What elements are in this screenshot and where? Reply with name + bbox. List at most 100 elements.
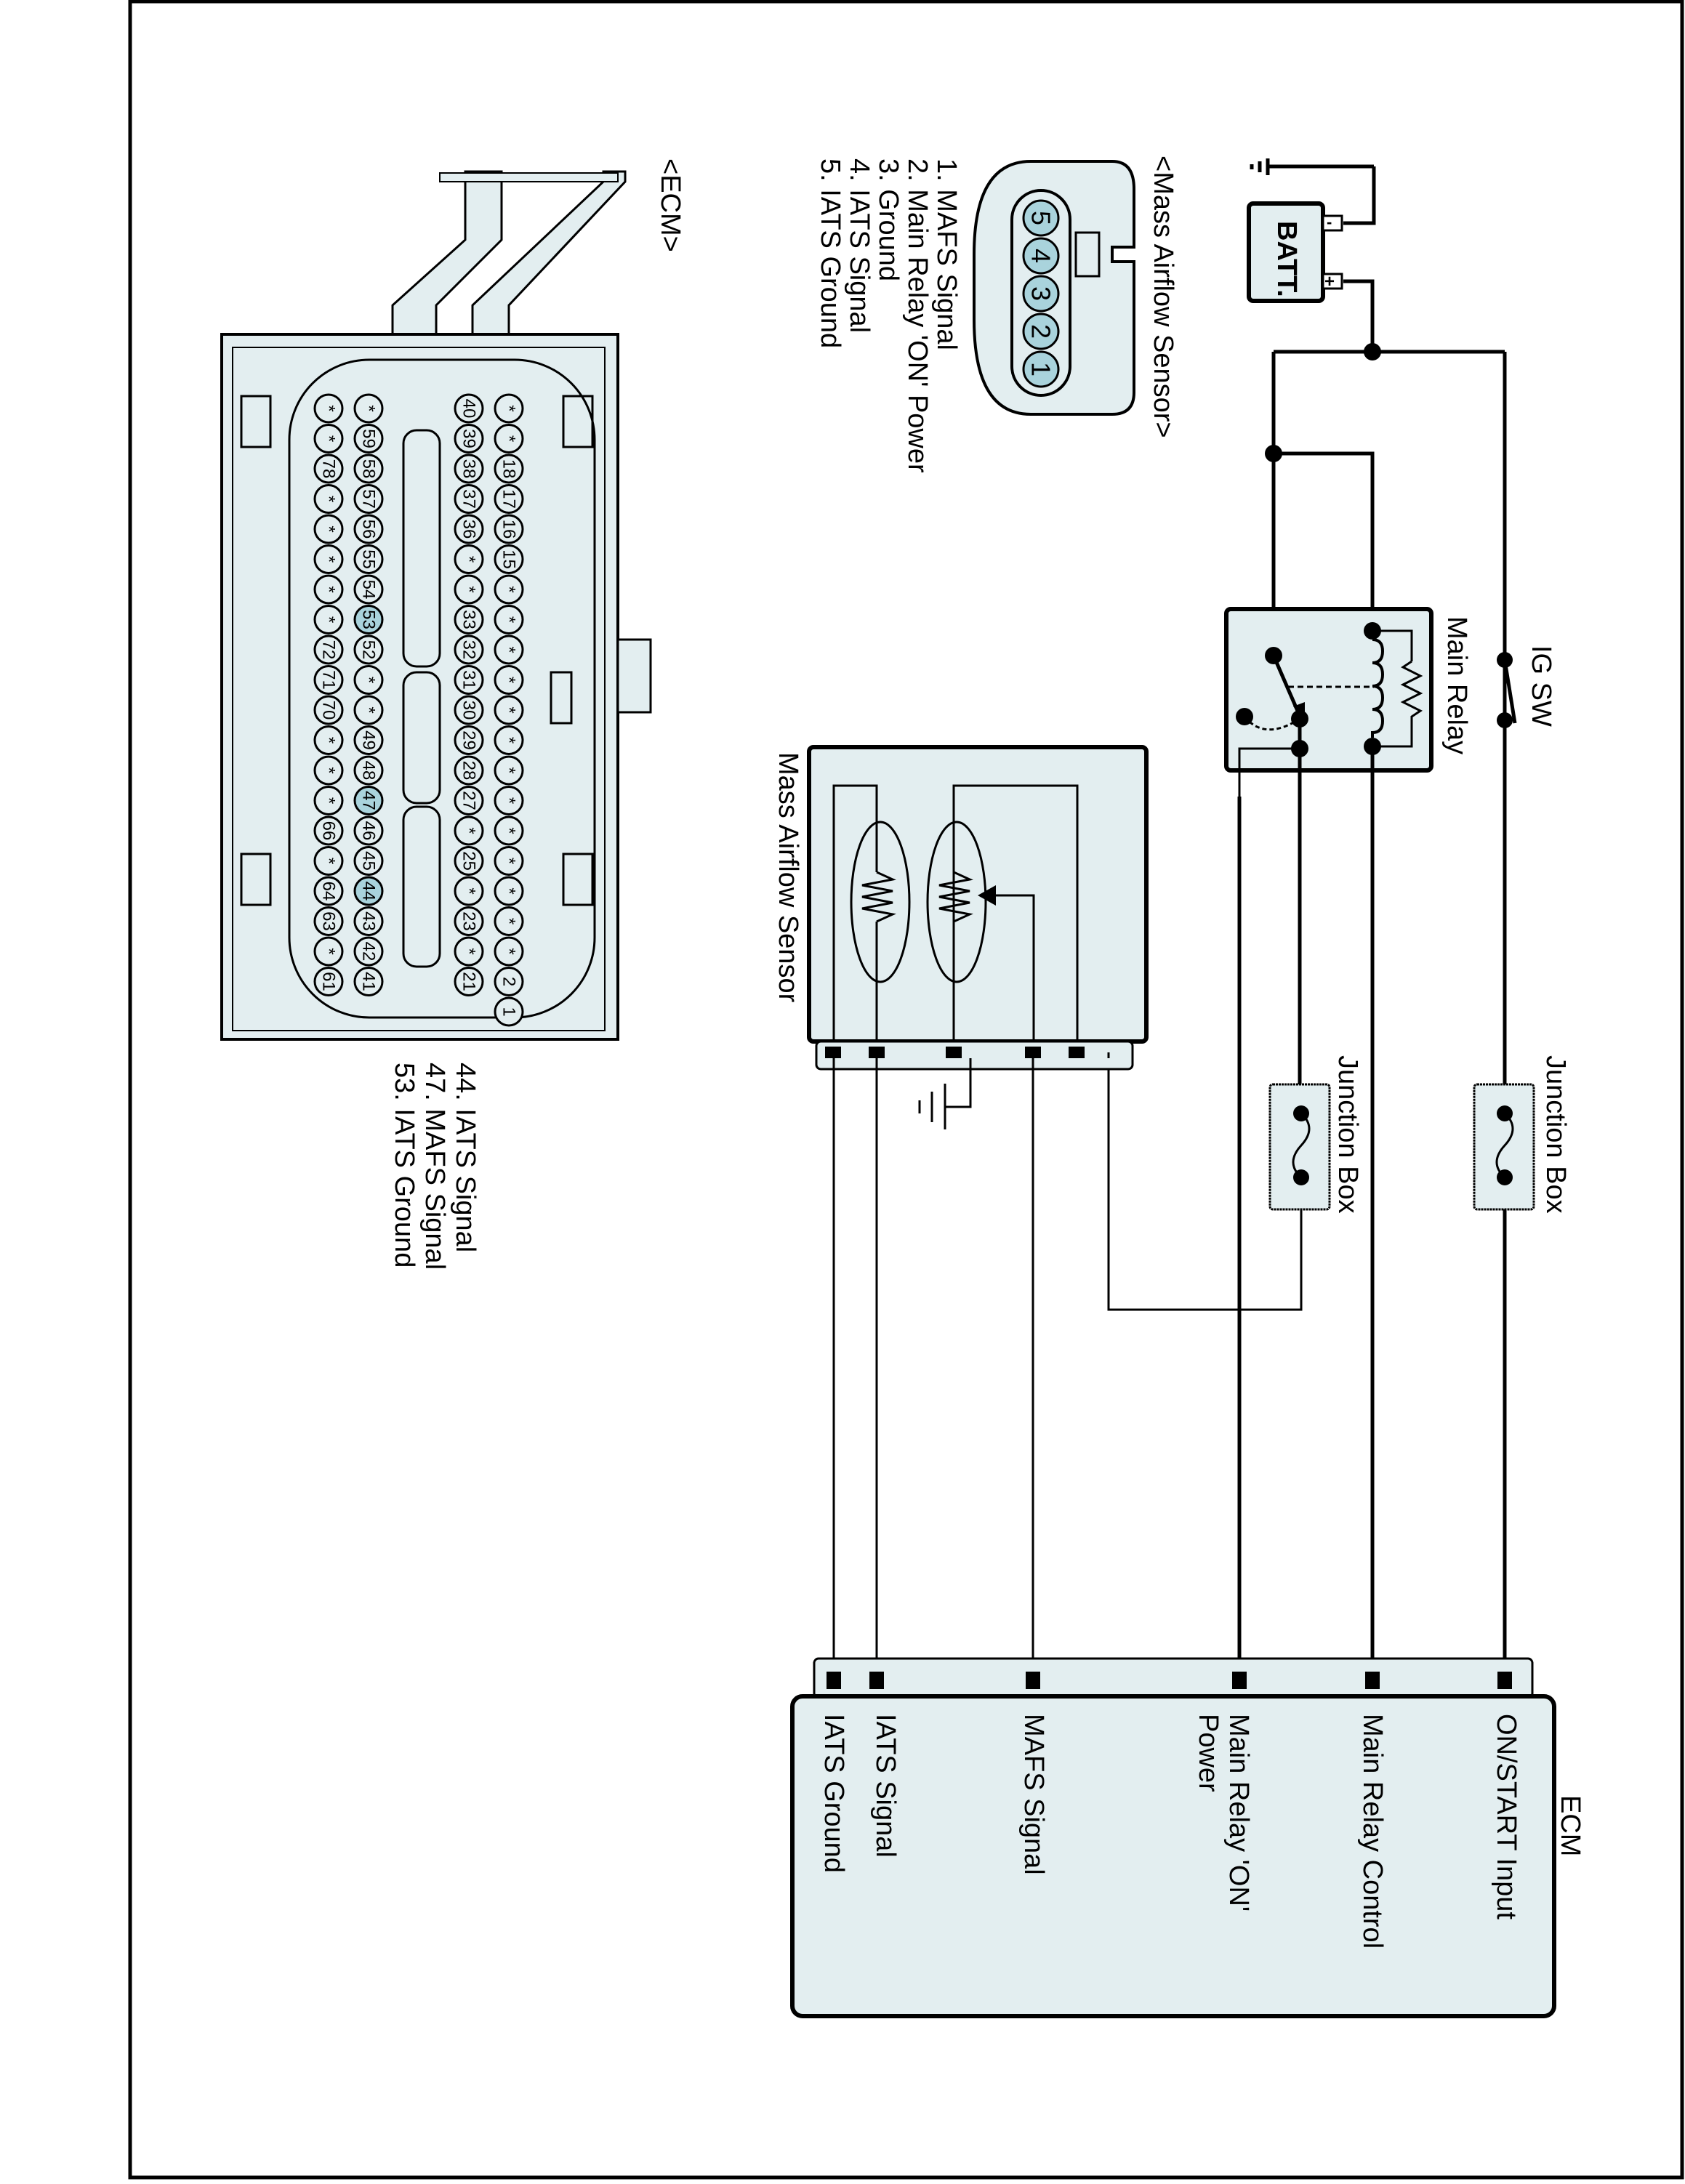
ecm-pin-unused-label: * [319, 525, 339, 532]
ecm-pin-52: 52 [353, 634, 384, 665]
ecm-pin-unused: * [313, 574, 344, 605]
ecm-pin-40: 40 [454, 393, 484, 424]
ecm-pin-unused-label: * [499, 767, 519, 773]
ecm-pin-72-label: 72 [319, 640, 339, 660]
ecm-pin-unused-label: * [319, 435, 339, 442]
ecm-pin-53: 53 [353, 605, 384, 634]
ecm-pin-17-label: 17 [499, 489, 519, 509]
ecm-pin-21: 21 [454, 967, 484, 996]
ecm-pin-66-label: 66 [319, 821, 339, 841]
battery-negative-label: - [1327, 213, 1332, 231]
ecm-pin-unused: * [313, 755, 344, 786]
ecm-pin-54-label: 54 [359, 580, 379, 600]
ecm-pin-39: 39 [454, 424, 484, 454]
ecm-pin-unused-label: * [319, 767, 339, 773]
ecm-pin-41: 41 [353, 967, 384, 996]
ecm-pin-unused: * [313, 725, 344, 755]
ecm-pin-unused-label: * [319, 616, 339, 623]
ecm-pin-37: 37 [454, 484, 484, 514]
ecm-pin-unused: * [313, 605, 344, 634]
maf-pin-5: 5 [1022, 199, 1060, 237]
ecm-pin-72: 72 [313, 634, 344, 665]
ecm-pin-28: 28 [454, 755, 484, 786]
main-relay-label: Main Relay [1441, 616, 1472, 754]
ecm-pin-unused-label: * [359, 706, 379, 713]
maf-sensor-label: Mass Airflow Sensor [773, 752, 803, 1003]
ecm-module[interactable]: ECM ON/START Input Main Relay Control Ma… [790, 1657, 1585, 2018]
ecm-pin-45-label: 45 [359, 851, 379, 871]
battery-label: BATT. [1271, 221, 1302, 297]
ecm-pin-unused: * [313, 514, 344, 544]
ecm-pin-71: 71 [313, 665, 344, 695]
ecm-pin-unused: * [494, 605, 524, 634]
ecm-pin-unused: * [454, 876, 484, 906]
ecm-pin-18: 18 [494, 454, 524, 484]
maf-pin-5-label: 5 [1026, 211, 1056, 225]
ecm-pin-57: 57 [353, 484, 384, 514]
ecm-legend-44: 44. IATS Signal [450, 1063, 480, 1252]
ecm-pin-unused-label: * [459, 556, 479, 563]
ecm-pin-unused-label: * [319, 948, 339, 954]
ecm-pin-unused-label: * [499, 435, 519, 442]
ecm-pin-29-label: 29 [459, 730, 479, 750]
ecm-legend-47: 47. MAFS Signal [419, 1063, 450, 1270]
ecm-pin-unused-label: * [499, 858, 519, 864]
ecm-connector-view: <ECM> **18171615*************21403938373… [220, 158, 685, 1270]
ecm-label: ECM [1555, 1795, 1585, 1856]
mass-airflow-sensor[interactable]: Mass Airflow Sensor [773, 745, 1149, 1071]
page-border [128, 0, 1684, 2180]
ecm-pin-36: 36 [454, 514, 484, 544]
ecm-pin-unused: * [313, 786, 344, 815]
ecm-pin-78: 78 [313, 454, 344, 484]
ecm-pin-43: 43 [353, 906, 384, 936]
ecm-pin-45: 45 [353, 846, 384, 876]
ecm-pin-64: 64 [313, 876, 344, 906]
battery-positive-label: + [1324, 272, 1335, 291]
ecm-connector-title: <ECM> [655, 158, 685, 252]
ecm-pin-27-label: 27 [459, 791, 479, 810]
ecm-pin-unused: * [494, 393, 524, 424]
ecm-pin-unused-label: * [319, 797, 339, 804]
ig-switch[interactable]: IG SW [1497, 645, 1556, 728]
ecm-pin-40-label: 40 [459, 399, 479, 419]
ecm-pin-unused: * [494, 846, 524, 876]
ecm-terminal-on-start: ON/START Input [1491, 1714, 1521, 1919]
ecm-pin-25-label: 25 [459, 851, 479, 871]
ecm-pin-unused-label: * [499, 646, 519, 653]
wire-battery-positive [1343, 279, 1375, 352]
ecm-terminal-iats-signal: IATS Signal [870, 1714, 901, 1858]
main-relay[interactable]: Main Relay [1224, 607, 1472, 797]
maf-legend-3: 3. Ground [873, 158, 904, 281]
ecm-pin-unused: * [353, 695, 384, 725]
ecm-pin-63-label: 63 [319, 911, 339, 931]
maf-pin-4: 4 [1022, 237, 1060, 275]
ecm-pin-42: 42 [353, 936, 384, 967]
maf-pin-2-label: 2 [1026, 324, 1056, 339]
ecm-pin-unused-label: * [319, 405, 339, 411]
ecm-terminal-main-relay-on-power: Main Relay 'ON' [1223, 1714, 1254, 1911]
maf-legend-2: 2. Main Relay 'ON' Power [902, 158, 933, 473]
ecm-pin-15-label: 15 [499, 549, 519, 569]
ecm-pin-41-label: 41 [359, 972, 379, 991]
maf-connector-title: <Mass Airflow Sensor> [1148, 156, 1178, 438]
ecm-pin-32-label: 32 [459, 640, 479, 660]
ecm-pin-unused: * [313, 936, 344, 967]
ecm-pin-49: 49 [353, 725, 384, 755]
maf-legend-1: 1. MAFS Signal [931, 158, 962, 350]
ecm-pin-25: 25 [454, 846, 484, 876]
ecm-pin-46: 46 [353, 815, 384, 846]
ecm-terminal-main-relay-on-power-line2: Power [1193, 1714, 1223, 1792]
ecm-pin-unused-label: * [319, 556, 339, 563]
maf-pin-3-label: 3 [1026, 286, 1056, 301]
wire-relay-coil-feed [1274, 451, 1375, 631]
ecm-pin-unused: * [313, 544, 344, 574]
maf-legend-5: 5. IATS Ground [815, 158, 845, 348]
ecm-pin-unused: * [494, 906, 524, 936]
ecm-pin-38: 38 [454, 454, 484, 484]
ecm-pin-unused: * [494, 574, 524, 605]
ecm-pin-48-label: 48 [359, 761, 379, 781]
ecm-pin-unused-label: * [499, 797, 519, 804]
ecm-pin-unused-label: * [499, 616, 519, 623]
